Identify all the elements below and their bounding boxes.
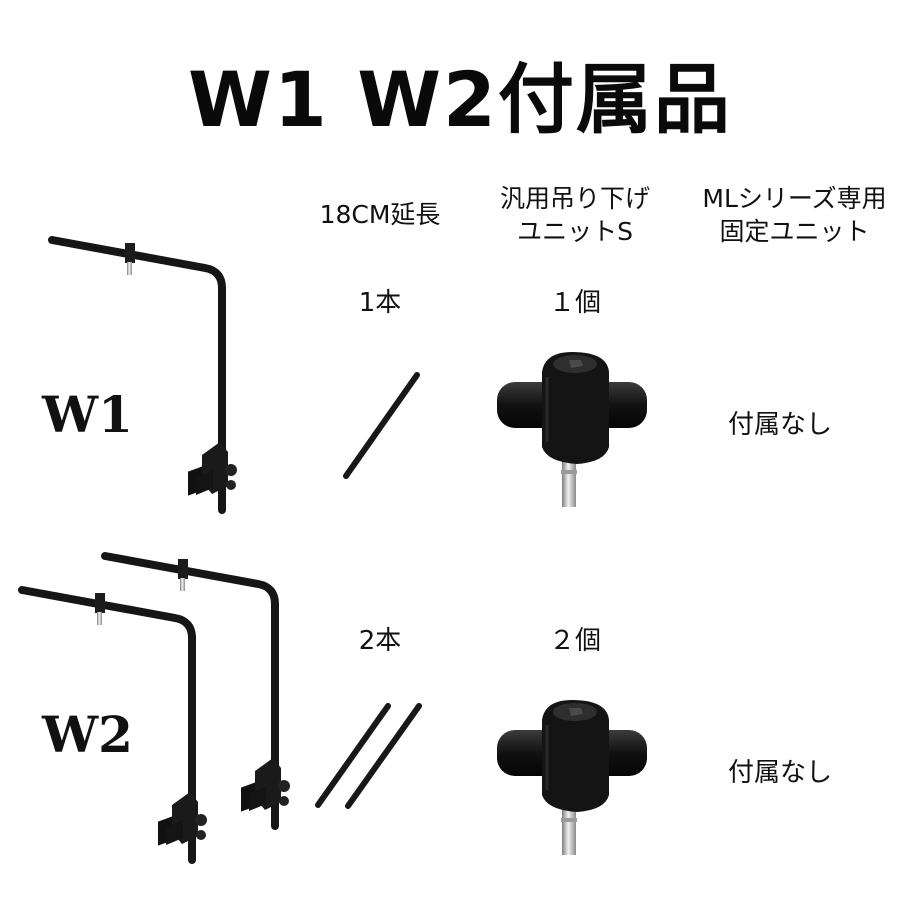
w1-hanging-unit-image xyxy=(495,350,649,509)
w2-ml-unit-status: 付属なし xyxy=(728,758,833,788)
w2-hanging-qty: ２個 xyxy=(548,626,601,656)
w1-ml-unit-status: 付属なし xyxy=(728,410,833,440)
header-hanging-unit: 汎用吊り下げ ユニットS xyxy=(475,182,675,248)
header-ml-unit: MLシリーズ専用 固定ユニット xyxy=(672,182,917,248)
w2-extension-qty: 2本 xyxy=(358,626,402,656)
w2-hanging-unit-image xyxy=(495,698,649,857)
header-ml-unit-line1: MLシリーズ専用 xyxy=(702,184,887,213)
header-extension: 18CM延長 xyxy=(319,200,441,229)
w1-hanging-qty: １個 xyxy=(548,288,601,318)
w1-extension-qty: 1本 xyxy=(358,288,402,318)
row-label-w2: W2 xyxy=(42,705,133,764)
row-label-w1: W1 xyxy=(42,385,133,444)
header-hanging-unit-line1: 汎用吊り下げ xyxy=(499,184,650,213)
header-hanging-unit-line2: ユニットS xyxy=(517,217,633,246)
page-title: W1 W2付属品 xyxy=(188,55,732,144)
header-ml-unit-line2: 固定ユニット xyxy=(719,217,870,246)
